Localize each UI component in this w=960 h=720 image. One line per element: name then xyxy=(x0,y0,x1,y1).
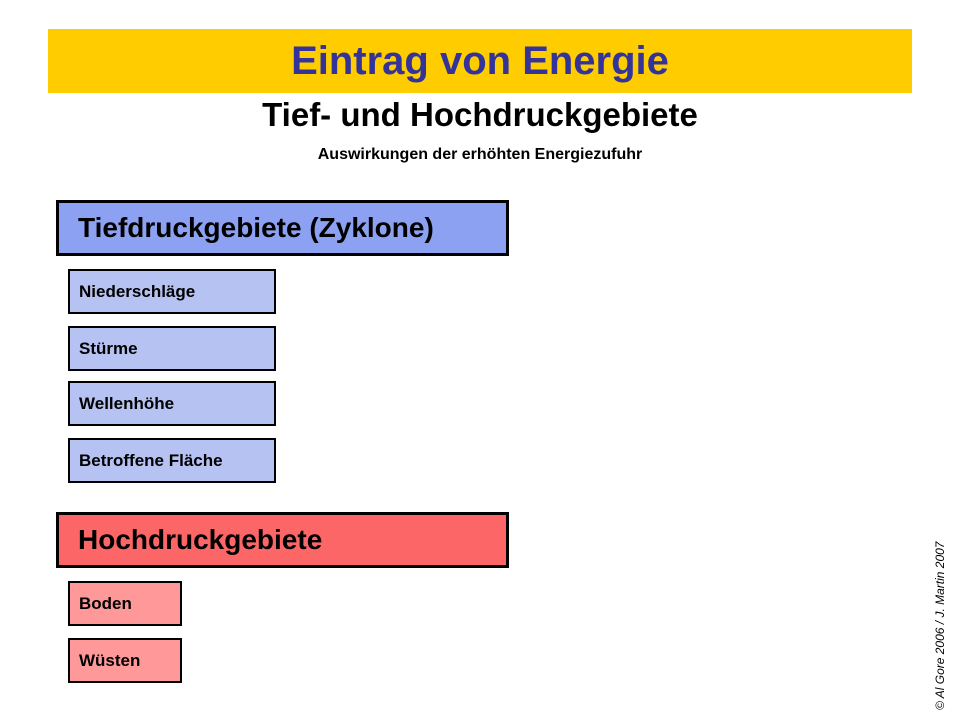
banner-title: Eintrag von Energie xyxy=(291,38,669,83)
list-item-wellenhoehe: Wellenhöhe xyxy=(68,381,276,426)
list-item-wuesten: Wüsten xyxy=(68,638,182,683)
list-item-boden: Boden xyxy=(68,581,182,626)
list-item-stuerme: Stürme xyxy=(68,326,276,371)
section-header-tiefdruckgebiete: Tiefdruckgebiete (Zyklone) xyxy=(56,200,509,256)
list-item-niederschlaege: Niederschläge xyxy=(68,269,276,314)
section-header-hochdruckgebiete: Hochdruckgebiete xyxy=(56,512,509,568)
banner: Eintrag von Energie xyxy=(48,29,912,93)
page-title: Tief- und Hochdruckgebiete xyxy=(262,96,698,133)
list-item-betroffene-flaeche: Betroffene Fläche xyxy=(68,438,276,483)
copyright-credit: © Al Gore 2006 / J. Martin 2007 xyxy=(933,541,947,710)
page-subtitle: Auswirkungen der erhöhten Energiezufuhr xyxy=(317,146,643,163)
